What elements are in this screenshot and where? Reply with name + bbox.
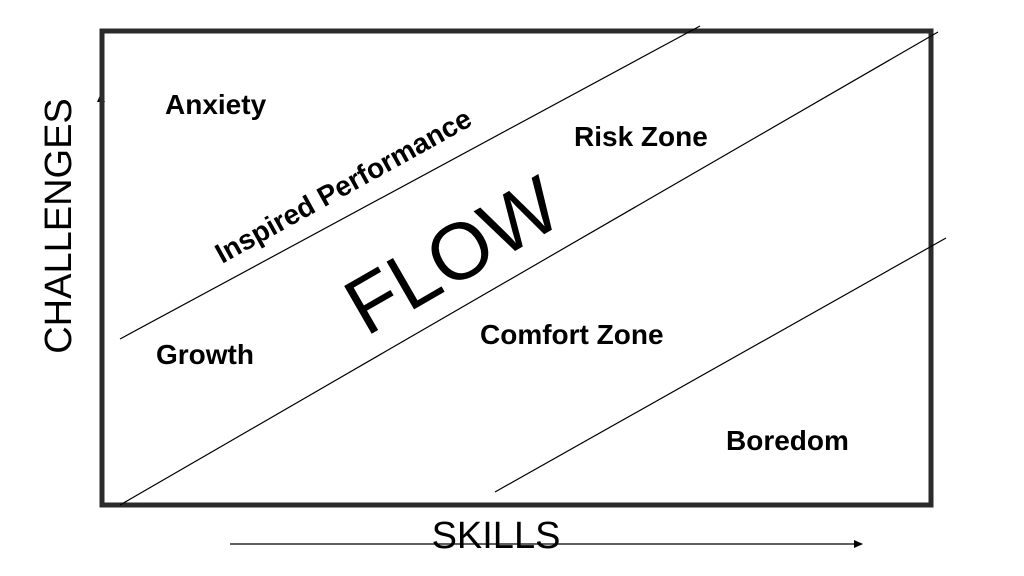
anxiety-label: Anxiety bbox=[165, 89, 267, 120]
diagram-frame bbox=[99, 28, 934, 508]
upper-flow-boundary-line bbox=[119, 25, 701, 340]
x-axis-label: SKILLS bbox=[432, 515, 561, 557]
growth-label: Growth bbox=[156, 339, 254, 370]
risk-zone-label: Risk Zone bbox=[574, 121, 708, 152]
comfort-zone-label: Comfort Zone bbox=[480, 319, 664, 350]
boredom-boundary-line bbox=[494, 237, 947, 493]
y-axis-label: CHALLENGES bbox=[38, 98, 80, 354]
lower-flow-boundary-line bbox=[119, 31, 939, 506]
boredom-label: Boredom bbox=[726, 425, 849, 456]
